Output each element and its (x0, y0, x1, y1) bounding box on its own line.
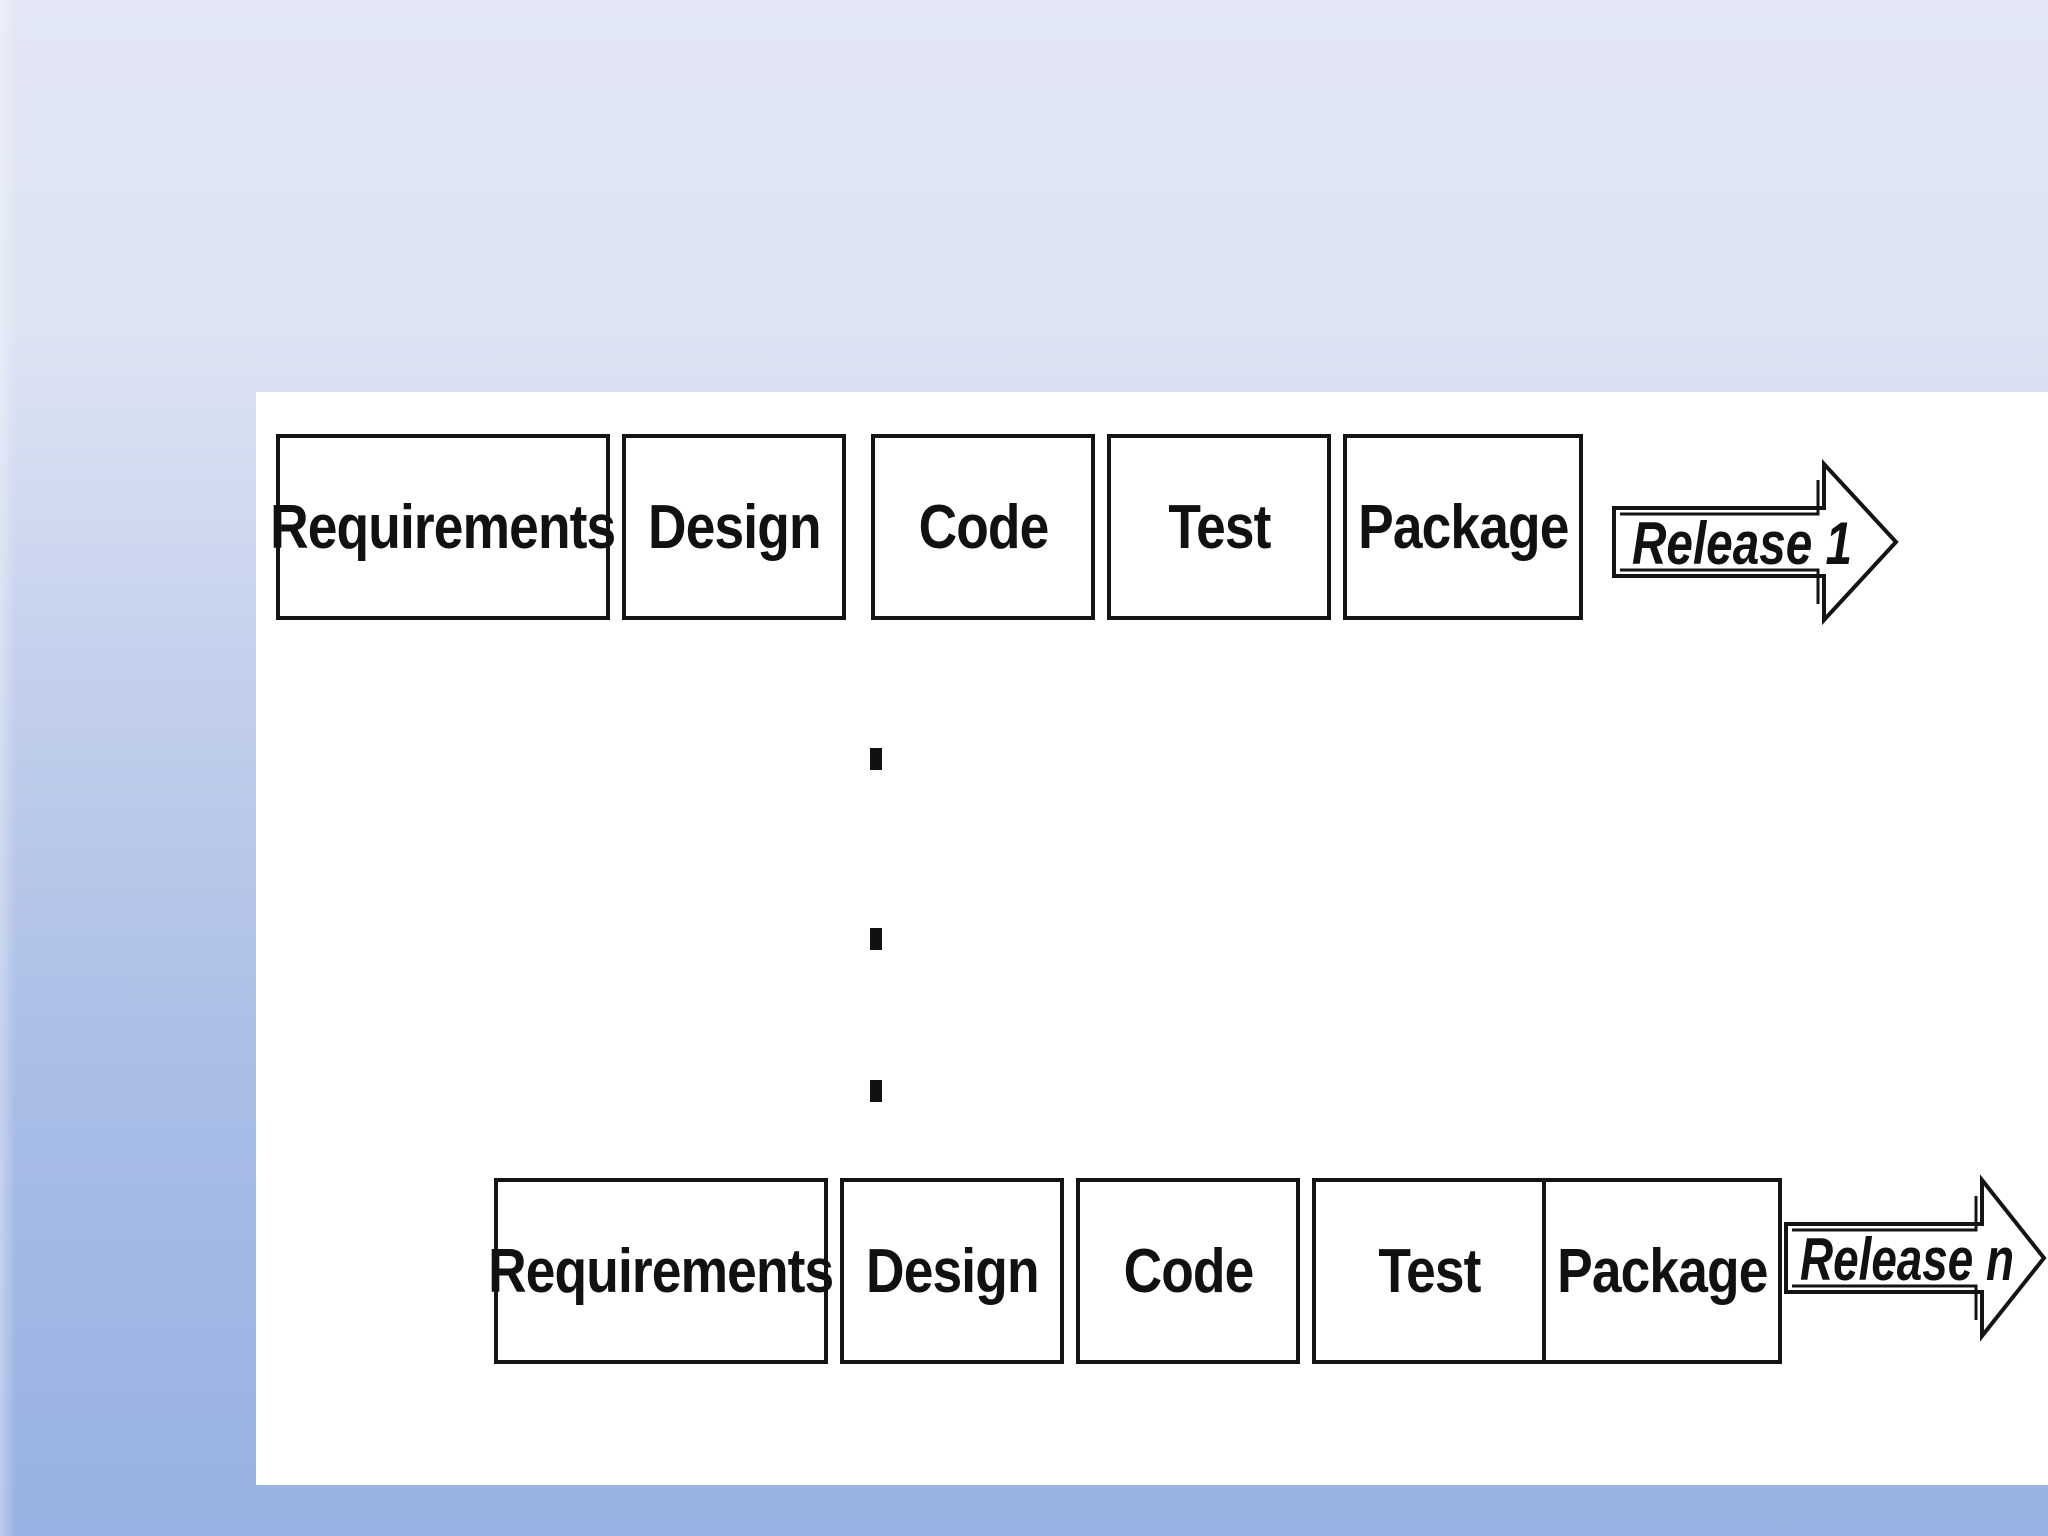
stage-label: Package (1556, 1236, 1768, 1306)
stage-label: Design (647, 492, 821, 562)
stage-label: Test (1377, 1236, 1481, 1306)
stage-requirements: Requirements (270, 434, 616, 620)
stage-label: Code (918, 492, 1049, 562)
stage-package: Package (1343, 434, 1583, 620)
release-arrow-n: Release n (1784, 1174, 2047, 1342)
stage-code: Code (1076, 1178, 1300, 1364)
stage-label: Requirements (270, 492, 616, 562)
release-label: Release 1 (1632, 510, 1852, 577)
stage-label: Test (1167, 492, 1271, 562)
ellipsis-dot (870, 928, 882, 950)
stage-label: Code (1123, 1236, 1254, 1306)
stage-design: Design (622, 434, 846, 620)
stage-code: Code (871, 434, 1095, 620)
stage-requirements: Requirements (488, 1178, 834, 1364)
ellipsis-dot (870, 748, 882, 770)
ellipsis-dot (870, 1080, 882, 1102)
stage-design: Design (840, 1178, 1064, 1364)
diagram-panel: Requirements Design Code Test Package Re… (256, 392, 2048, 1485)
stage-package: Package (1542, 1178, 1782, 1364)
stage-test: Test (1312, 1178, 1546, 1364)
stage-label: Design (865, 1236, 1039, 1306)
release-label: Release n (1800, 1226, 2014, 1293)
stage-label: Requirements (488, 1236, 834, 1306)
stage-test: Test (1107, 434, 1331, 620)
release-arrow-1: Release 1 (1612, 458, 1899, 626)
stage-label: Package (1357, 492, 1569, 562)
slide-background-edge (0, 0, 16, 1536)
